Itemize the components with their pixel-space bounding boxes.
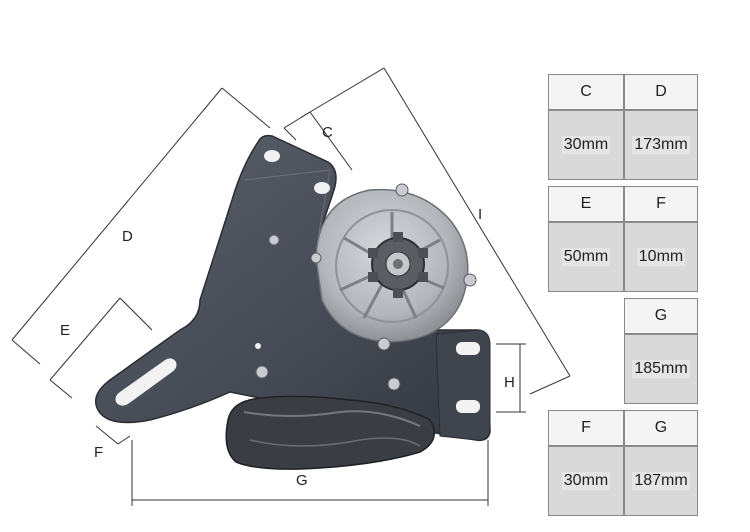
bolt xyxy=(387,377,401,391)
dimension-label-c: C xyxy=(322,124,333,141)
spec-value-c: 30mm xyxy=(548,110,624,180)
bolt xyxy=(377,337,391,351)
dimension-label-e: E xyxy=(60,322,71,339)
dimension-label-g: G xyxy=(296,472,308,489)
slot-hole xyxy=(456,400,480,413)
bolt xyxy=(463,273,477,287)
spec-header-f2: F xyxy=(548,410,624,446)
slot-hole xyxy=(314,182,330,194)
dimension-label-d: D xyxy=(122,228,133,245)
slot-hole xyxy=(115,358,177,406)
bolt xyxy=(310,252,322,264)
spec-header-e: E xyxy=(548,186,624,222)
dimension-label-i: I xyxy=(478,206,483,223)
spec-value-d: 173mm xyxy=(624,110,698,180)
hardware-bag xyxy=(225,395,435,470)
spec-value-e: 50mm xyxy=(548,222,624,292)
spec-value-f: 10mm xyxy=(624,222,698,292)
slot-hole xyxy=(264,150,280,162)
mounting-bracket xyxy=(95,134,491,442)
spec-value-f2: 30mm xyxy=(548,446,624,516)
spec-header-g2: G xyxy=(624,410,698,446)
bolt xyxy=(395,183,409,197)
spec-value-g2: 187mm xyxy=(624,446,698,516)
sprocket xyxy=(368,232,428,298)
bolt xyxy=(255,365,269,379)
spec-header-g: G xyxy=(624,298,698,334)
spec-value-g: 185mm xyxy=(624,334,698,404)
dimension-label-f: F xyxy=(94,444,104,461)
dimension-lines xyxy=(11,67,571,506)
bolt xyxy=(268,234,280,246)
hole xyxy=(255,343,261,349)
spec-header-d: D xyxy=(624,74,698,110)
dimension-label-h: H xyxy=(504,374,515,391)
spec-header-f: F xyxy=(624,186,698,222)
slot-hole xyxy=(456,342,480,355)
spec-header-c: C xyxy=(548,74,624,110)
